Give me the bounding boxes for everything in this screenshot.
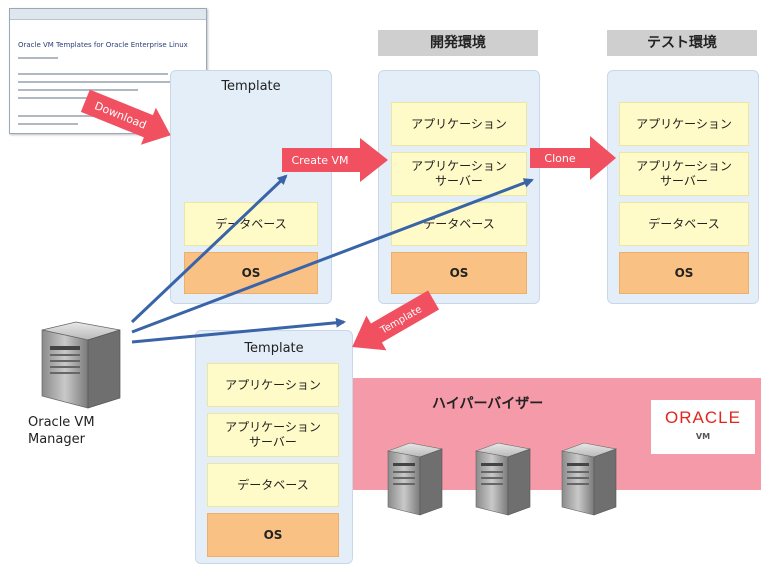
server-icon	[560, 442, 618, 516]
browser-page-title: Oracle VM Templates for Oracle Enterpris…	[18, 41, 188, 49]
clone-arrow-label: Clone	[544, 152, 575, 165]
text-line	[18, 123, 78, 125]
server-icon	[474, 442, 532, 516]
bottom-appserver-box: アプリケーション サーバー	[207, 413, 339, 457]
test-db-box: データベース	[619, 202, 749, 246]
dev-os-box: OS	[391, 252, 527, 294]
template-arrow: Template	[352, 290, 440, 351]
text-line	[18, 57, 58, 59]
clone-arrow: Clone	[530, 136, 616, 180]
text-line	[18, 115, 148, 117]
text-line	[18, 97, 108, 99]
bottom-os-box: OS	[207, 513, 339, 557]
arrow-to-test-env	[131, 178, 534, 334]
arrow-to-bottom-template	[131, 317, 346, 344]
hypervisor-label: ハイパーバイザー	[432, 396, 544, 412]
download-arrow: Download	[80, 89, 171, 145]
test-os-box: OS	[619, 252, 749, 294]
dev-app-box: アプリケーション	[391, 102, 527, 146]
manager-server-icon	[41, 321, 121, 409]
browser-toolbar	[10, 9, 206, 20]
arrow-to-template-panel	[130, 174, 288, 324]
server-icon	[386, 442, 444, 516]
text-line	[18, 89, 138, 91]
test-app-box: アプリケーション	[619, 102, 749, 146]
test-env-header: テスト環境	[607, 30, 757, 56]
oracle-vm-logo: ORACLE VM	[651, 400, 755, 454]
dev-env-header: 開発環境	[378, 30, 538, 56]
text-line	[18, 81, 178, 83]
bottom-db-box: データベース	[207, 463, 339, 507]
test-appserver-box: アプリケーション サーバー	[619, 152, 749, 196]
text-line	[18, 73, 168, 75]
oracle-vm-manager-label: Oracle VM Manager	[28, 415, 95, 447]
create-vm-arrow: Create VM	[282, 138, 388, 182]
bottom-app-box: アプリケーション	[207, 363, 339, 407]
dev-appserver-box: アプリケーション サーバー	[391, 152, 527, 196]
bottom-template-title: Template	[244, 341, 304, 356]
oracle-brand-text: ORACLE	[665, 408, 741, 427]
template-panel-title: Template	[221, 79, 281, 94]
create-vm-arrow-label: Create VM	[291, 154, 348, 167]
oracle-product-text: VM	[695, 432, 711, 441]
